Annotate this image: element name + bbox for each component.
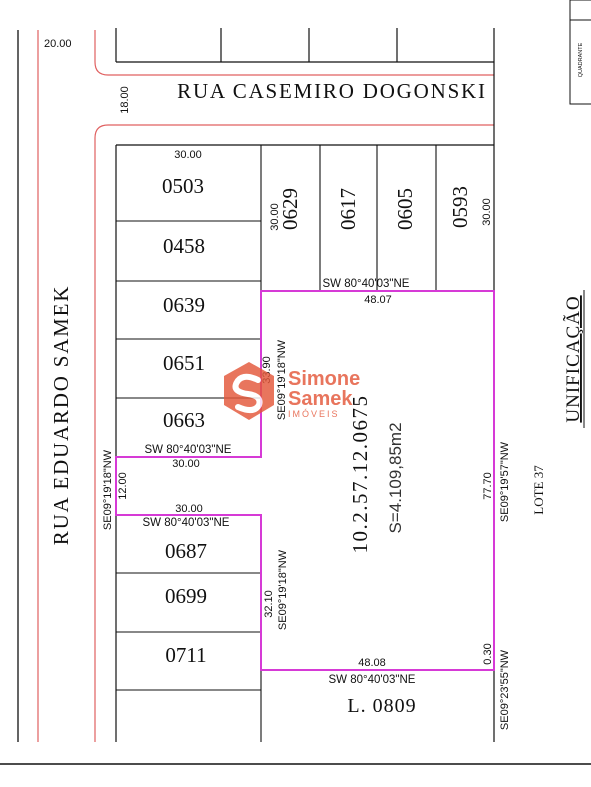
lot-0503: 0503 — [162, 174, 204, 198]
lot-0617: 0617 — [336, 188, 360, 230]
notch-left-length: 12.00 — [117, 472, 129, 500]
lot-0711: 0711 — [165, 643, 206, 667]
lot-0639: 0639 — [163, 293, 205, 317]
street-eduardo: RUA EDUARDO SAMEK — [49, 285, 73, 545]
street-casemiro: RUA CASEMIRO DOGONSKI — [177, 79, 487, 103]
lot-0699: 0699 — [165, 584, 207, 608]
inner-upper-bearing: SE09°19'18"NW — [276, 339, 288, 420]
right-length: 77.70 — [482, 472, 494, 500]
lot-0663: 0663 — [163, 408, 205, 432]
left-lot-lines — [116, 145, 262, 742]
left-lot-numbers: 0503 0458 0639 0651 0663 0687 0699 0711 — [162, 174, 207, 667]
notch-upper-bearing: SW 80°40'03"NE — [145, 444, 232, 456]
top-street-width: 18.00 — [119, 86, 131, 114]
lot-0629: 0629 — [278, 188, 302, 230]
left-margin-width: 20.00 — [44, 38, 72, 50]
parcel-top-length: 48.07 — [364, 294, 392, 306]
far-right-bearing: SE09°23'55"NW — [499, 649, 511, 730]
brand-line-1: Simone — [288, 368, 360, 390]
brand-line-2: Samek — [288, 388, 353, 410]
bottom-length: 48.08 — [358, 657, 386, 669]
lot-0605: 0605 — [393, 188, 417, 230]
dim-30-right: 30.00 — [481, 198, 493, 226]
top-lot-numbers: 0629 0617 0605 0593 — [278, 186, 472, 230]
top-lot-lines — [319, 145, 437, 291]
lot-0593: 0593 — [448, 186, 472, 228]
quadrante-box: QUADRANTE — [569, 0, 591, 105]
brand-watermark: Simone Samek IMÓVEIS — [224, 362, 360, 420]
quadrante-label: QUADRANTE — [578, 42, 584, 77]
notch-lower-bearing: SW 80°40'03"NE — [143, 517, 230, 529]
dim-30-vertical: 30.00 — [269, 203, 281, 231]
right-bearing: SE09°19'57"NW — [499, 441, 511, 522]
street-edges — [37, 30, 494, 742]
notch-upper-length: 30.00 — [172, 458, 200, 470]
dim-30-top: 30.00 — [174, 149, 202, 161]
left-bearing: SE09°19'18"NW — [102, 449, 114, 530]
lote-37-label: LOTE 37 — [531, 465, 546, 515]
dim-0-30: 0.30 — [482, 643, 494, 664]
brand-logo-icon — [224, 362, 274, 420]
notch-lower-length: 30.00 — [175, 503, 203, 515]
lot-0809: L. 0809 — [347, 695, 416, 717]
parcel-id: 10.2.57.12.0675 — [348, 395, 372, 554]
unificacao-title: UNIFICAÇÃO — [562, 295, 584, 422]
lot-0651: 0651 — [163, 351, 205, 375]
brand-line-3: IMÓVEIS — [288, 409, 340, 419]
lot-0458: 0458 — [163, 234, 205, 258]
lot-0687: 0687 — [165, 539, 207, 563]
parcel-area: S=4.109,85m2 — [386, 422, 405, 533]
inner-lower-length: 32.10 — [263, 590, 275, 618]
inner-lower-bearing: SE09°19'18"NW — [277, 549, 289, 630]
bottom-bearing: SW 80°40'03"NE — [329, 674, 416, 686]
top-bearing: SW 80°40'03"NE — [323, 278, 410, 290]
parcel-outline — [115, 290, 495, 671]
